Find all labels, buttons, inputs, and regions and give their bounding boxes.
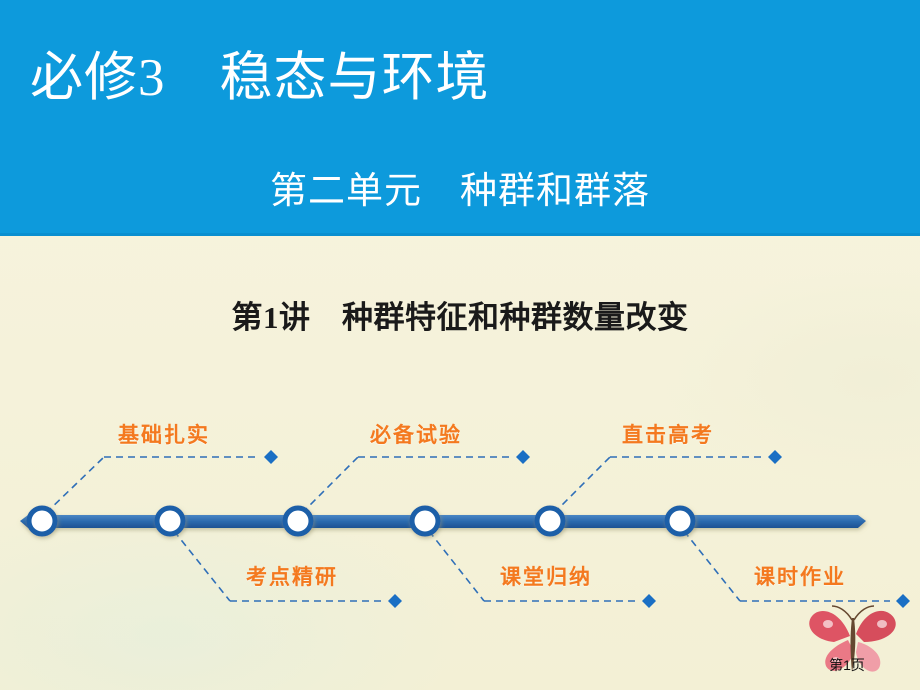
timeline-connectors-top bbox=[45, 456, 762, 514]
connector-diamond-markers bbox=[264, 450, 910, 608]
timeline-connectors-bottom bbox=[173, 530, 890, 602]
timeline-diagram: 基础扎实 考点精研 必备试验 课堂归纳 直击高考 课时作业 bbox=[0, 395, 920, 635]
timeline-label-keypoints[interactable]: 考点精研 bbox=[246, 565, 338, 589]
timeline-label-experiment[interactable]: 必备试验 bbox=[370, 423, 462, 447]
lesson-title: 第1讲 种群特征和种群数量改变 bbox=[231, 300, 689, 335]
page-title: 必修3 稳态与环境 bbox=[30, 49, 490, 107]
timeline-label-homework[interactable]: 课时作业 bbox=[754, 565, 846, 589]
header-band bbox=[0, 0, 920, 236]
page-number: 第1页 bbox=[829, 657, 865, 673]
timeline-label-summary[interactable]: 课堂归纳 bbox=[500, 565, 592, 589]
butterfly-icon bbox=[800, 600, 908, 678]
timeline-label-exam[interactable]: 直击高考 bbox=[622, 423, 714, 447]
timeline-svg bbox=[20, 450, 910, 608]
header-band-edge bbox=[0, 233, 920, 236]
unit-subtitle: 第二单元 种群和群落 bbox=[270, 170, 650, 211]
timeline-bar bbox=[20, 515, 866, 528]
timeline-label-basic[interactable]: 基础扎实 bbox=[118, 423, 210, 447]
timeline-nodes bbox=[26, 505, 696, 537]
